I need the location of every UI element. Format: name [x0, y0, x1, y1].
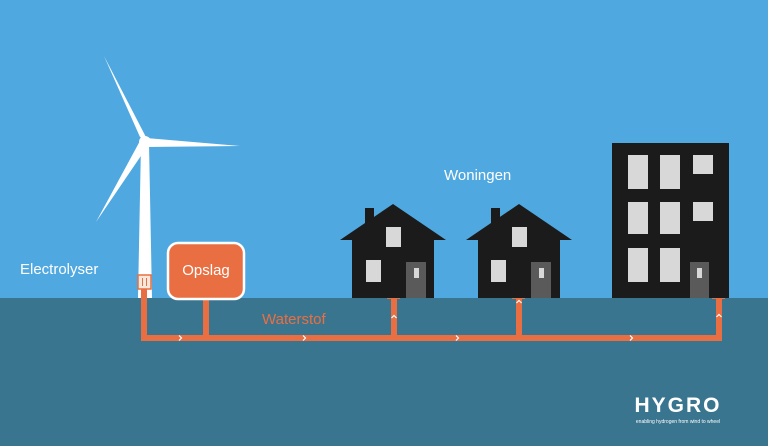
- pipe-storage-stem: [203, 298, 209, 338]
- house-roof: [466, 204, 572, 240]
- flow-arrow-up: [716, 313, 722, 318]
- electrolyser-unit: [137, 274, 152, 290]
- flow-arrows: [178, 299, 722, 341]
- flow-arrow-right: [629, 335, 634, 341]
- turbine-blade-left: [96, 139, 149, 222]
- apartment-window: [660, 155, 680, 189]
- flow-arrow-up: [391, 314, 397, 319]
- pipe-house-2: [516, 296, 522, 338]
- pipe-apartment: [716, 296, 722, 338]
- flow-arrow-up: [516, 299, 522, 304]
- house-door-pane: [414, 268, 419, 278]
- brand-name: HYGRO: [634, 394, 722, 417]
- homes-label: Woningen: [444, 167, 512, 184]
- house-2: [466, 204, 572, 298]
- hygro-logo: HYGRO enabling hydrogen from wind to whe…: [610, 394, 746, 426]
- apartment-window: [660, 248, 680, 282]
- house-window: [512, 227, 527, 247]
- house-window: [386, 227, 401, 247]
- house-roof: [340, 204, 446, 240]
- turbine-hub: [139, 136, 151, 148]
- house-door-pane: [539, 268, 544, 278]
- flow-arrow-right: [302, 335, 307, 341]
- apartment-door: [690, 262, 709, 298]
- storage-box: [166, 241, 246, 301]
- apartment-window: [693, 155, 713, 174]
- flow-arrow-right: [178, 335, 183, 341]
- turbine-blade-right: [146, 138, 240, 147]
- turbine-blade-up: [104, 56, 148, 141]
- house-1: [340, 204, 446, 298]
- apartment-building: [612, 143, 729, 298]
- apartment-window: [660, 202, 680, 234]
- pipe-main-line: [141, 335, 722, 341]
- house-window: [491, 260, 506, 282]
- apartment-window: [693, 202, 713, 221]
- pipe-house-1: [391, 296, 397, 338]
- house-window: [366, 260, 381, 282]
- electrolyser-label: Electrolyser: [20, 261, 99, 278]
- wind-turbine: [96, 56, 240, 298]
- apartment-window: [628, 248, 648, 282]
- house-door: [531, 262, 551, 298]
- apartment-window: [628, 202, 648, 234]
- brand-tagline: enabling hydrogen from wind to wheel: [635, 419, 721, 425]
- flow-arrow-right: [455, 335, 460, 341]
- electrolyser-box: [137, 274, 152, 290]
- pipe-electrolyser-down: [141, 286, 147, 340]
- apartment-door-pane: [697, 268, 702, 278]
- house-chimney: [491, 208, 500, 226]
- house-chimney: [365, 208, 374, 226]
- apartment-window: [628, 155, 648, 189]
- house-door: [406, 262, 426, 298]
- storage-label: Opslag: [182, 262, 230, 279]
- hydrogen-label: Waterstof: [262, 311, 326, 328]
- ground: [0, 298, 768, 446]
- turbine-tower: [138, 143, 152, 298]
